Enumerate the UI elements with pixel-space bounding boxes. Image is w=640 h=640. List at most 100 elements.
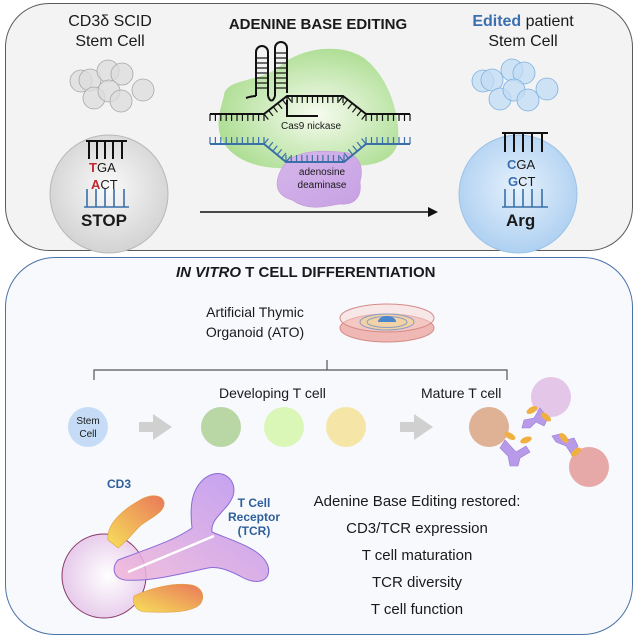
hairpin-rungs bbox=[256, 52, 287, 89]
codon-rest: CT bbox=[100, 177, 118, 192]
differentiation-title: IN VITRO T CELL DIFFERENTIATION bbox=[176, 264, 435, 281]
cd3-lower-shape bbox=[133, 583, 204, 613]
target-dna-bottom-strand bbox=[210, 143, 410, 163]
developing-t-cell-3 bbox=[326, 407, 366, 447]
tcr-chain-gap bbox=[127, 534, 215, 574]
dna-rung bbox=[263, 138, 269, 145]
ato-line1: Artificial Thymic bbox=[206, 304, 304, 320]
codon-rest: GA bbox=[96, 160, 116, 175]
mature-t-cell-label: Mature T cell bbox=[421, 385, 502, 401]
edited-title-rest: patient bbox=[521, 13, 574, 30]
mutated-base-a: A bbox=[91, 177, 101, 192]
progress-arrow-1 bbox=[139, 414, 172, 440]
ato-label: Artificial Thymic Organoid (ATO) bbox=[180, 302, 330, 342]
guide-rna-hairpins bbox=[245, 41, 288, 102]
dna-rung bbox=[361, 138, 367, 145]
tcr-label: T Cell Receptor (TCR) bbox=[222, 496, 286, 538]
dna-rung bbox=[347, 149, 354, 156]
result-item: TCR diversity bbox=[371, 574, 462, 591]
adenine-base-editing-title: ADENINE BASE EDITING bbox=[228, 16, 408, 33]
edited-title-line2: Stem Cell bbox=[488, 33, 558, 50]
deaminase-label: adenosine deaminase bbox=[290, 166, 354, 192]
edited-dna-bottom-strand bbox=[502, 189, 548, 208]
dna-rung bbox=[356, 141, 363, 148]
mature-tcr-receptors bbox=[499, 407, 579, 467]
target-dna-bottom-rungs bbox=[209, 137, 411, 163]
stem-cell-label: Stem Cell bbox=[68, 415, 108, 441]
deaminase-line2: deaminase bbox=[297, 180, 347, 191]
result-item: T cell maturation bbox=[361, 547, 473, 564]
edited-codon-top: CGA bbox=[507, 157, 535, 172]
edited-base-g: G bbox=[508, 174, 519, 189]
stem-cell-circle bbox=[68, 407, 108, 447]
arg-codon-label: Arg bbox=[506, 211, 536, 230]
mature-t-cell-1 bbox=[469, 407, 509, 447]
differentiation-title-rest: T CELL DIFFERENTIATION bbox=[241, 264, 436, 281]
dna-rung bbox=[339, 156, 345, 163]
developing-t-cell-1 bbox=[201, 407, 241, 447]
scid-stem-cell-title: CD3δ SCID Stem Cell bbox=[40, 12, 180, 52]
scid-dna-bottom-strand bbox=[84, 189, 129, 208]
ato-dish-icon bbox=[339, 303, 435, 343]
stem-cell-line1: Stem bbox=[76, 416, 100, 427]
result-item: T cell function bbox=[370, 601, 464, 618]
developing-t-cell-label: Developing T cell bbox=[219, 385, 326, 401]
edited-dna-top-strand bbox=[502, 132, 548, 152]
dna-rung bbox=[356, 110, 362, 117]
dna-rung bbox=[343, 152, 349, 159]
scid-title-line2: Stem Cell bbox=[75, 33, 145, 50]
dna-rung bbox=[342, 99, 349, 106]
cas9-nickase-label: Cas9 nickase bbox=[281, 121, 342, 132]
results-block: Adenine Base Editing restored: CD3/TCR e… bbox=[292, 488, 542, 623]
cd3-upper-shape bbox=[107, 495, 165, 549]
edited-stem-cell bbox=[458, 134, 578, 254]
cd3-label: CD3 bbox=[107, 477, 132, 491]
edited-codon-bottom: GCT bbox=[508, 174, 535, 189]
dna-rung bbox=[276, 149, 283, 156]
target-dna-top-rungs bbox=[209, 95, 411, 121]
cas9-nickase-shape bbox=[218, 48, 399, 169]
mature-t-cell-2 bbox=[531, 377, 571, 417]
developing-t-cell-2 bbox=[264, 407, 304, 447]
dna-rung bbox=[268, 110, 274, 117]
adenosine-deaminase-shape bbox=[276, 150, 362, 208]
scid-dna-top-strand bbox=[86, 140, 127, 159]
dna-rung bbox=[281, 99, 288, 106]
tcr-line3: (TCR) bbox=[237, 524, 271, 538]
scid-codon-top: TGA bbox=[89, 160, 116, 175]
editing-arrow bbox=[200, 207, 438, 217]
progress-arrow-2 bbox=[400, 414, 433, 440]
dna-rung bbox=[286, 95, 292, 102]
dna-rung bbox=[281, 152, 287, 159]
deaminase-line1: adenosine bbox=[298, 167, 346, 178]
tcr-line2: Receptor bbox=[227, 510, 280, 524]
tcr-line1: T Cell bbox=[237, 496, 271, 510]
dna-rung bbox=[272, 106, 278, 113]
stop-codon-label: STOP bbox=[81, 211, 127, 230]
mutated-base-t: T bbox=[89, 160, 97, 175]
mature-t-cell-3 bbox=[569, 447, 609, 487]
codon-rest: GA bbox=[516, 157, 536, 172]
result-item: CD3/TCR expression bbox=[346, 520, 488, 537]
dna-rung bbox=[263, 113, 269, 120]
dna-rung bbox=[352, 145, 358, 152]
target-dna-top-strand bbox=[210, 95, 410, 117]
ato-line2: Organoid (ATO) bbox=[205, 324, 305, 340]
scid-cell-cluster bbox=[69, 59, 155, 113]
scid-codon-bottom: ACT bbox=[91, 177, 118, 192]
mature-cd3-markers bbox=[504, 406, 581, 457]
dna-rung bbox=[267, 141, 274, 148]
scid-stem-cell bbox=[49, 134, 169, 254]
dna-rung bbox=[285, 156, 291, 163]
scid-title-line1: CD3δ SCID bbox=[68, 13, 152, 30]
ato-bracket bbox=[93, 360, 508, 380]
in-vitro-italic: IN VITRO bbox=[176, 264, 242, 281]
dna-rung bbox=[277, 102, 283, 110]
codon-rest: CT bbox=[518, 174, 536, 189]
stem-cell-line2: Cell bbox=[79, 429, 97, 440]
dna-rung bbox=[347, 102, 353, 110]
edited-stem-cell-title: Edited patient Stem Cell bbox=[448, 12, 598, 52]
dna-rung bbox=[352, 106, 358, 113]
dna-rung bbox=[272, 145, 278, 152]
